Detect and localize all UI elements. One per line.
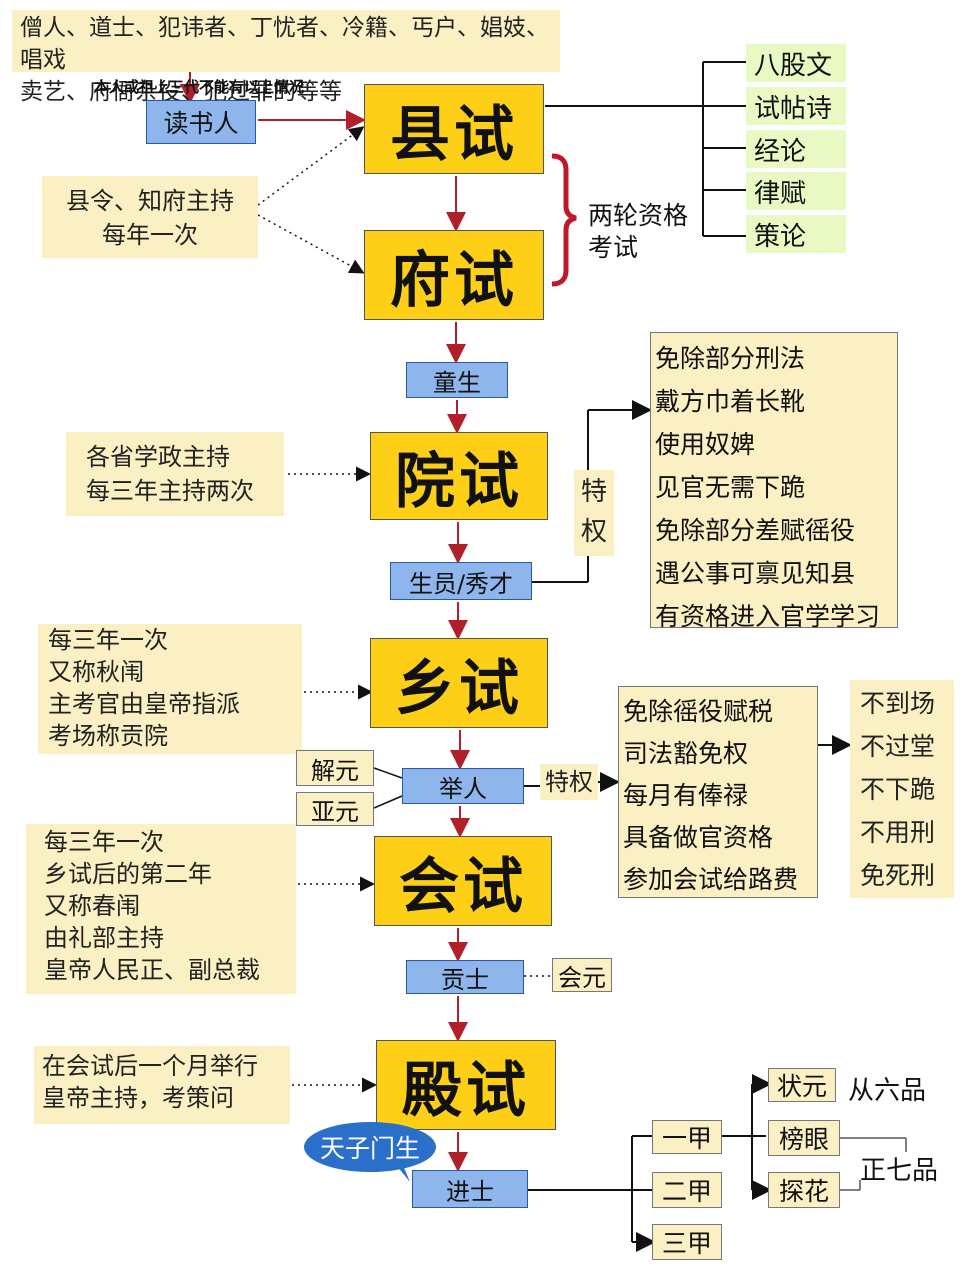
list-item: 遇公事可禀见知县: [655, 559, 856, 588]
county-note-line2: 每年一次: [102, 221, 198, 249]
palace-exam-box: 殿试: [376, 1040, 556, 1130]
palace-note-line1: 在会试后一个月举行: [42, 1052, 258, 1080]
provincial-exam-box: 乡试: [370, 638, 548, 728]
list-item: 考场称贡院: [48, 722, 168, 750]
prefecture-exam-box: 府试: [364, 230, 544, 320]
rank-second: 正七品: [860, 1156, 939, 1186]
list-item: 有资格进入官学学习: [655, 602, 881, 631]
academy-exam-box: 院试: [370, 432, 548, 520]
list-item: 见官无需下跪: [655, 473, 806, 502]
subject-item: 策论: [746, 215, 846, 253]
list-item: 免除部分刑法: [655, 344, 806, 373]
list-item: 主考官由皇帝指派: [48, 690, 240, 718]
palace-note-line2: 皇帝主持，考策问: [42, 1084, 234, 1112]
list-item: 具备做官资格: [623, 823, 774, 852]
list-item: 又称秋闱: [48, 658, 144, 686]
list-item: 乡试后的第二年: [44, 860, 212, 888]
list-item: 免死刑: [860, 861, 936, 890]
huiyuan-box: 会元: [552, 958, 612, 992]
juren-privileges-list: 免除徭役赋税 司法豁免权 每月有俸禄 具备做官资格 参加会试给路费: [618, 686, 818, 898]
juren-box: 举人: [402, 768, 524, 804]
list-item: 免除徭役赋税: [623, 697, 774, 726]
list-item: 司法豁免权: [623, 733, 749, 775]
immunities-list: 不到场 不过堂 不下跪 不用刑 免死刑: [850, 680, 954, 898]
jinshi-box: 进士: [412, 1170, 528, 1208]
academy-note: 各省学政主持 每三年主持两次: [66, 432, 284, 516]
subject-item: 律赋: [746, 172, 846, 210]
bangyan-box: 榜眼: [768, 1120, 840, 1156]
list-item: 每三年一次: [44, 828, 164, 856]
list-item: 不到场: [860, 689, 936, 718]
privilege-char-2: 权: [580, 517, 607, 547]
list-item: 戴方巾着长靴: [655, 387, 806, 416]
county-note-line1: 县令、知府主持: [66, 187, 234, 215]
list-item: 每月有俸禄: [623, 781, 749, 810]
tongsheng-box: 童生: [406, 362, 508, 398]
subject-item: 经论: [746, 130, 846, 168]
subject-item: 试帖诗: [746, 87, 846, 125]
gongshi-box: 贡士: [406, 960, 524, 994]
list-item: 免除部分差赋徭役: [655, 516, 856, 545]
jia-item: 三甲: [652, 1224, 722, 1260]
qualifying-line1: 两轮资格: [588, 201, 689, 230]
excluded-groups-note: 僧人、道士、犯讳者、丁忧者、冷籍、丐户、娼妓、唱戏 卖艺、府衙杂役、犯过罪的等等: [12, 10, 560, 105]
juren-privilege-label: 特权: [540, 764, 598, 800]
qualifying-label: 两轮资格 考试: [588, 200, 688, 264]
tanhua-box: 探花: [768, 1172, 840, 1208]
excluded-groups-line1: 僧人、道士、犯讳者、丁忧者、冷籍、丐户、娼妓、唱戏: [20, 15, 549, 73]
jieyuan-box: 解元: [296, 750, 374, 786]
shengyuan-privileges-list: 免除部分刑法 戴方巾着长靴 使用奴婢 见官无需下跪 免除部分差赋徭役 遇公事可禀…: [650, 332, 898, 631]
qualifying-bracket: [551, 153, 577, 287]
list-item: 皇帝人民正、副总裁: [44, 956, 260, 984]
jia-item: 一甲: [652, 1120, 722, 1154]
list-item: 不下跪: [860, 775, 936, 804]
yayuan-box: 亚元: [296, 792, 374, 826]
zhuangyuan-box: 状元: [768, 1068, 836, 1102]
qualifying-line2: 考试: [588, 233, 639, 262]
list-item: 每三年一次: [48, 626, 168, 654]
subject-item: 八股文: [746, 44, 846, 82]
tianzi-mensheng-bubble: 天子门生: [304, 1122, 436, 1172]
metropolitan-note: 每三年一次 乡试后的第二年 又称春闱 由礼部主持 皇帝人民正、副总裁: [26, 824, 296, 994]
list-item: 不过堂: [860, 732, 936, 761]
list-item: 由礼部主持: [44, 924, 164, 952]
academy-note-line1: 各省学政主持: [86, 443, 230, 471]
scholar-box: 读书人: [146, 100, 256, 144]
shengyuan-box: 生员/秀才: [390, 562, 532, 600]
list-item: 又称春闱: [44, 892, 140, 920]
provincial-note: 每三年一次 又称秋闱 主考官由皇帝指派 考场称贡院: [38, 624, 302, 754]
county-exam-box: 县试: [364, 84, 544, 174]
county-prefecture-note: 县令、知府主持 每年一次: [42, 176, 258, 258]
metropolitan-exam-box: 会试: [374, 836, 552, 926]
jia-item: 二甲: [652, 1172, 722, 1208]
restriction-label: 本人或祖上三代不能有以上情况: [94, 78, 305, 96]
palace-note: 在会试后一个月举行 皇帝主持，考策问: [34, 1046, 290, 1124]
academy-note-line2: 每三年主持两次: [86, 477, 254, 505]
privilege-vertical-label: 特 权: [574, 470, 614, 556]
list-item: 不用刑: [860, 818, 936, 847]
privilege-char-1: 特: [580, 477, 607, 507]
rank-first: 从六品: [848, 1076, 927, 1106]
list-item: 参加会试给路费: [623, 865, 799, 894]
list-item: 使用奴婢: [655, 430, 756, 459]
